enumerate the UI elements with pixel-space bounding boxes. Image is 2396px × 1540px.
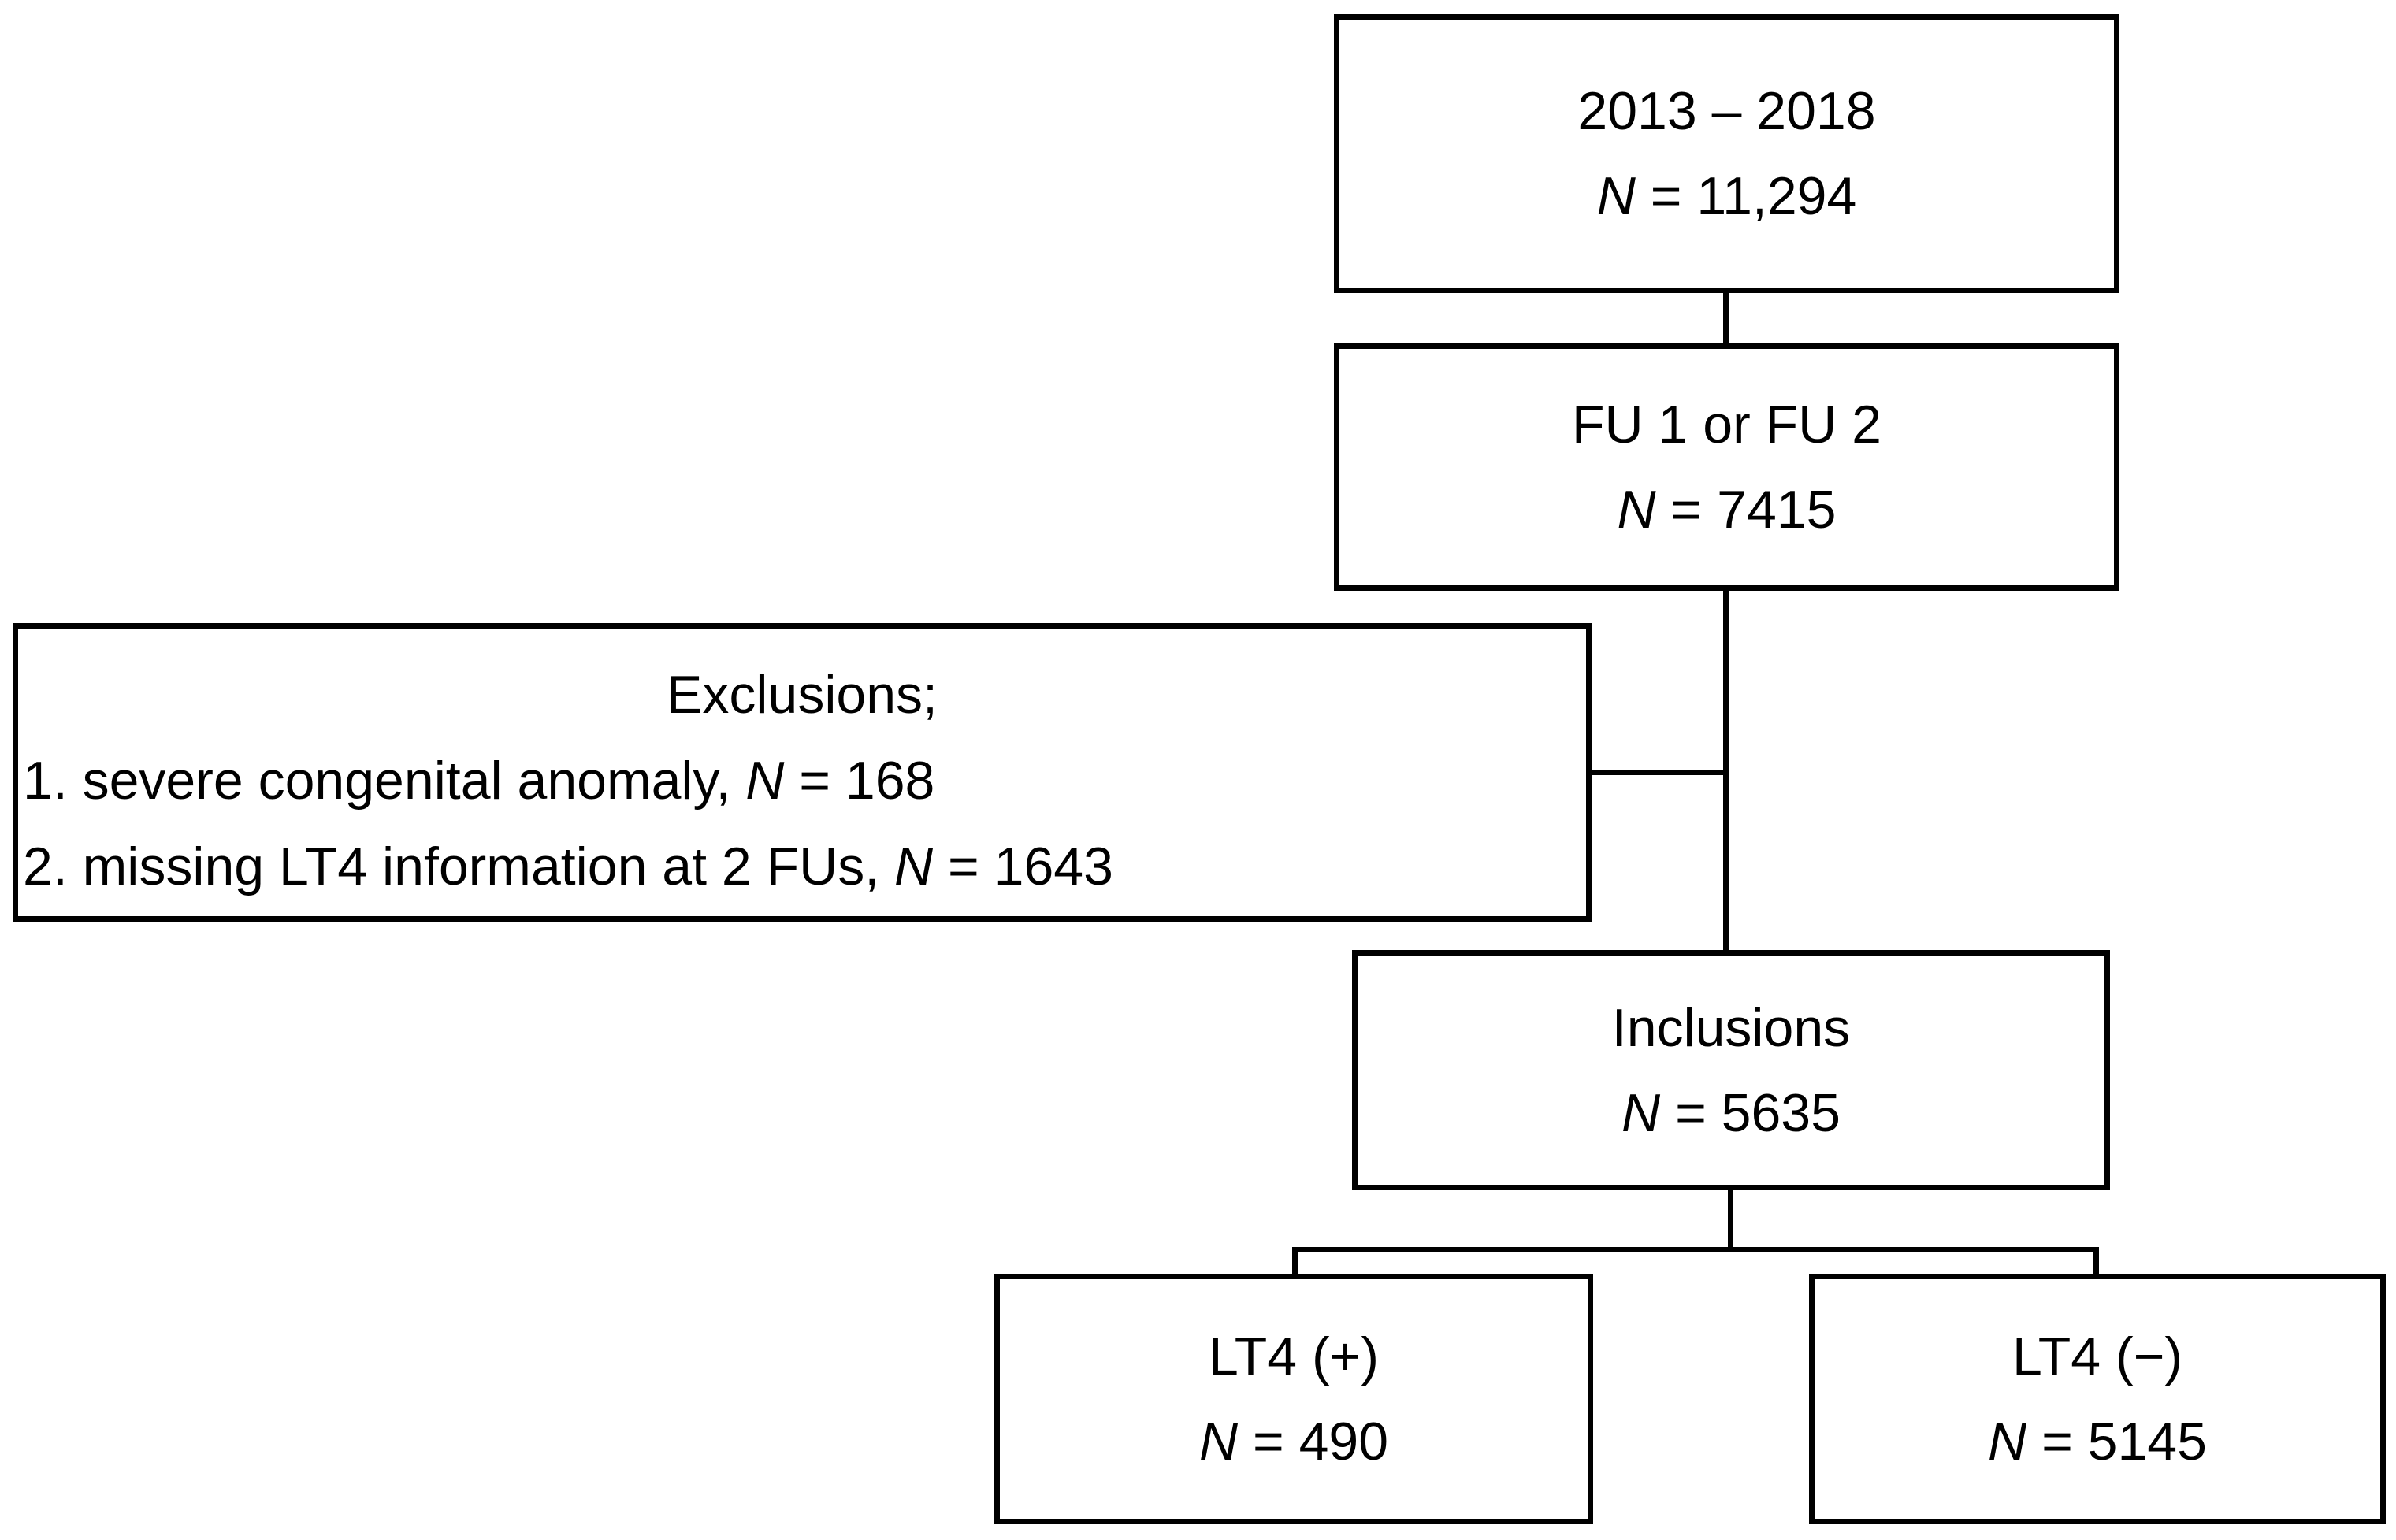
lt4-positive-box: LT4 (+) N = 490 <box>994 1274 1593 1524</box>
connector-to-lt4-pos <box>1292 1247 1298 1276</box>
n-symbol: N <box>1617 480 1656 540</box>
cohort-box: 2013 – 2018 N = 11,294 <box>1334 14 2119 293</box>
exclusion-item: 2. missing LT4 information at 2 FUs, N =… <box>23 824 1113 909</box>
lt4-negative-count-value: = 5145 <box>2041 1412 2207 1471</box>
exclusions-title: Exclusions; <box>667 665 938 725</box>
n-symbol: N <box>745 751 785 811</box>
followup-box: FU 1 or FU 2 N = 7415 <box>1334 343 2119 591</box>
exclusion-item-count: = 168 <box>799 751 935 811</box>
exclusion-item-count: = 1643 <box>948 837 1113 896</box>
n-symbol: N <box>1621 1082 1661 1143</box>
followup-count-value: = 7415 <box>1670 480 1837 540</box>
exclusion-item-text: 2. missing LT4 information at 2 FUs, <box>23 837 895 896</box>
connector-cohort-to-followup <box>1723 290 1729 347</box>
n-symbol: N <box>1596 166 1636 226</box>
lt4-negative-count: N = 5145 <box>1988 1399 2207 1484</box>
connector-split-horizontal <box>1292 1247 2099 1252</box>
n-symbol: N <box>894 837 934 896</box>
inclusions-count: N = 5635 <box>1621 1071 1841 1156</box>
inclusions-box: Inclusions N = 5635 <box>1352 950 2110 1190</box>
cohort-count: N = 11,294 <box>1597 154 1857 239</box>
exclusions-box: Exclusions; 1. severe congenital anomaly… <box>13 623 1592 922</box>
connector-exclusions-branch <box>1588 770 1729 775</box>
n-symbol: N <box>1988 1412 2027 1471</box>
exclusion-item: 1. severe congenital anomaly, N = 168 <box>23 738 934 823</box>
lt4-negative-label: LT4 (−) <box>2012 1327 2183 1386</box>
connector-inclusions-stem <box>1728 1186 1733 1252</box>
lt4-positive-label: LT4 (+) <box>1208 1327 1380 1386</box>
followup-count: N = 7415 <box>1618 467 1837 552</box>
n-symbol: N <box>1198 1412 1239 1471</box>
lt4-positive-count-value: = 490 <box>1252 1412 1389 1471</box>
followup-label: FU 1 or FU 2 <box>1572 395 1882 455</box>
inclusions-label: Inclusions <box>1611 997 1851 1058</box>
connector-to-lt4-neg <box>2093 1247 2099 1276</box>
lt4-negative-box: LT4 (−) N = 5145 <box>1809 1274 2386 1524</box>
exclusion-item-text: 1. severe congenital anomaly, <box>23 751 746 811</box>
lt4-positive-count: N = 490 <box>1199 1399 1388 1484</box>
cohort-count-value: = 11,294 <box>1650 166 1857 226</box>
inclusions-count-value: = 5635 <box>1675 1082 1841 1143</box>
cohort-years: 2013 – 2018 <box>1577 81 1876 141</box>
